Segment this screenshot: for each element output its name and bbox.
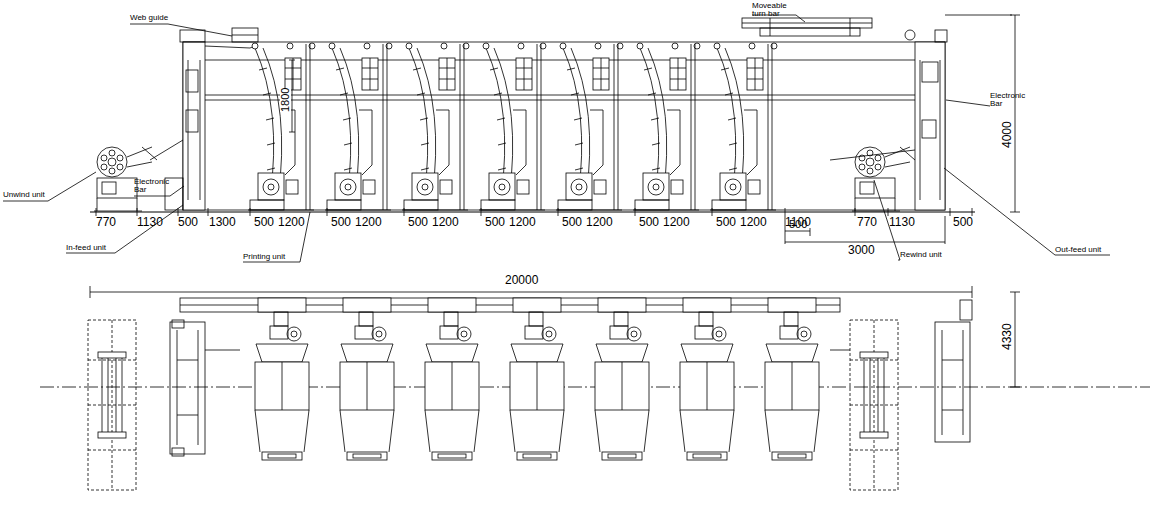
part-name: In-feed unit: [66, 244, 106, 252]
dimension: 1200: [509, 216, 536, 228]
dimension: 20000: [505, 274, 538, 286]
dimension: 500: [953, 216, 973, 228]
dimension: 1200: [663, 216, 690, 228]
dimension: 1200: [355, 216, 382, 228]
dimension: 500: [639, 216, 659, 228]
dimension: 1200: [432, 216, 459, 228]
dimension: 4330: [1001, 323, 1013, 350]
dimension: 500: [331, 216, 351, 228]
dimension: 500: [562, 216, 582, 228]
dimension: 4000: [1001, 121, 1013, 148]
dimension: 1200: [740, 216, 767, 228]
dimension: 1200: [586, 216, 613, 228]
dimension: 500: [254, 216, 274, 228]
part-name: Out-feed unit: [1055, 246, 1101, 254]
dimension: 1300: [209, 216, 236, 228]
dimension: 770: [96, 216, 116, 228]
part-name: Rewind unit: [900, 251, 942, 259]
dimension: 770: [857, 216, 877, 228]
part-name: Moveable turn bar: [752, 2, 796, 18]
dimension: 3000: [848, 244, 875, 256]
dimension: 1800: [280, 88, 291, 112]
part-name: Web guide: [130, 14, 168, 22]
dimension: 500: [178, 216, 198, 228]
part-name: Unwind unit: [3, 191, 45, 199]
part-name: Printing unit: [243, 253, 285, 261]
dimension: 500: [408, 216, 428, 228]
part-name: Electronic Bar: [134, 178, 174, 194]
part-name: Electronic Bar: [990, 92, 1030, 108]
dimension: 500: [485, 216, 505, 228]
dimension: 1130: [137, 216, 163, 228]
dimension: 1200: [278, 216, 305, 228]
dimension: 500: [789, 219, 807, 230]
dimension: 500: [716, 216, 736, 228]
dimension: 1130: [889, 216, 915, 228]
